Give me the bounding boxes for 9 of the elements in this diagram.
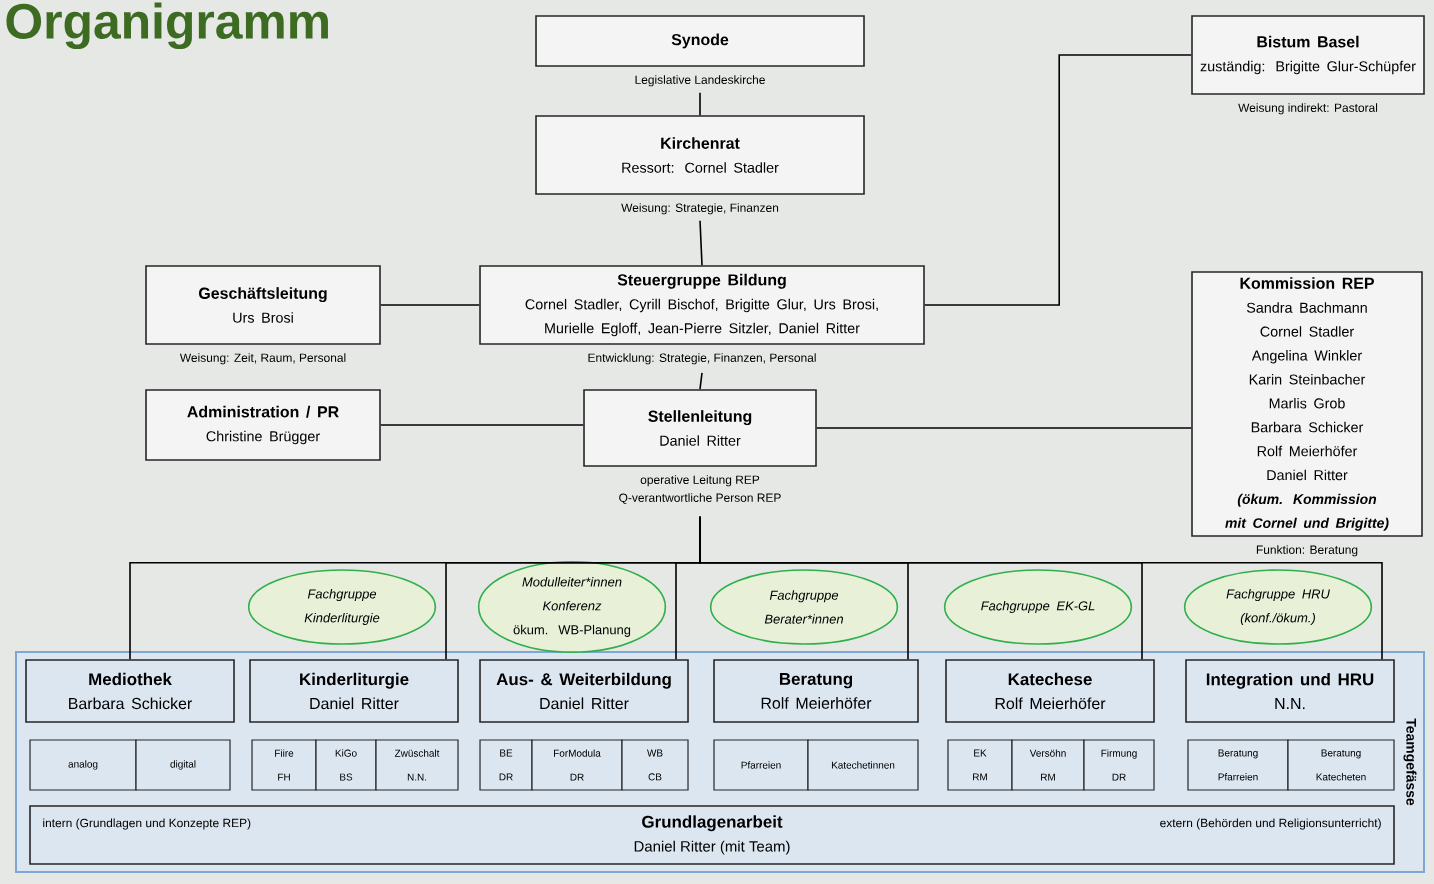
connector-line <box>699 516 1383 660</box>
connector-line <box>699 220 703 266</box>
title: Organigramm <box>6 2 328 50</box>
connector-line <box>380 424 584 426</box>
connector-line <box>380 304 480 306</box>
connector-line <box>924 54 1192 306</box>
connector-line <box>699 372 703 390</box>
connector-line <box>699 92 701 116</box>
connector-line <box>816 427 1192 429</box>
